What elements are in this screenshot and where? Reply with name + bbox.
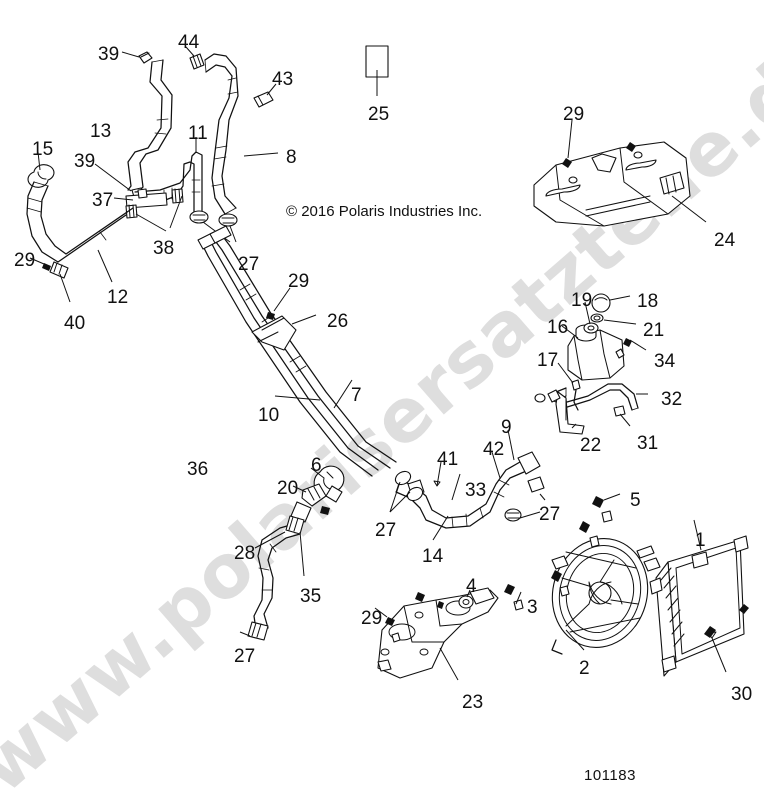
part-19-seal xyxy=(583,301,599,334)
callout-4-nut: 4 xyxy=(466,576,477,597)
callout-7-coolant-tube: 7 xyxy=(351,385,362,406)
callout-34-screw: 34 xyxy=(654,351,676,372)
callout-19-seal: 19 xyxy=(571,290,593,311)
callout-39-clamp: 39 xyxy=(74,151,96,172)
callout-37-tee-fitting: 37 xyxy=(92,190,114,211)
part-23-mount-plate xyxy=(377,587,499,681)
callout-42-hose: 42 xyxy=(483,439,505,460)
callout-36-assembly-ref: 36 xyxy=(187,459,209,480)
part-38-clamp xyxy=(125,188,184,232)
callout-9-hose-radiator: 9 xyxy=(501,417,512,438)
part-24-bracket xyxy=(533,141,707,227)
callout-1-radiator: 1 xyxy=(695,530,706,551)
callout-21-washer: 21 xyxy=(643,320,665,341)
callout-33-hose: 33 xyxy=(465,480,487,501)
part-2-fan-assembly xyxy=(551,538,661,655)
callout-2-fan-assembly: 2 xyxy=(579,658,590,679)
part-44-clamp xyxy=(185,46,205,70)
part-5-screw xyxy=(579,493,621,548)
callout-41-clamp: 41 xyxy=(437,449,459,470)
callout-27-clamp: 27 xyxy=(375,520,397,541)
callout-18-cap: 18 xyxy=(637,291,659,312)
callout-35-clamp: 35 xyxy=(300,586,322,607)
callout-10-coolant-tube: 10 xyxy=(258,405,280,426)
part-15-clamp xyxy=(27,151,55,188)
part-18-cap xyxy=(591,293,631,313)
callout-6-thermostat: 6 xyxy=(311,455,322,476)
callout-27-clamp: 27 xyxy=(539,504,561,525)
part-26-clamp-block xyxy=(251,314,317,351)
callout-3-screw: 3 xyxy=(527,597,538,618)
part-13-hose xyxy=(127,59,173,192)
part-29-screw-small-a xyxy=(320,506,330,515)
callout-29-screw: 29 xyxy=(288,271,310,292)
callout-43-fitting: 43 xyxy=(272,69,294,90)
callout-17-hose-clip: 17 xyxy=(537,350,559,371)
callout-29-screw: 29 xyxy=(361,608,383,629)
part-37-tee-fitting xyxy=(113,188,168,209)
callout-26-clamp-block: 26 xyxy=(327,311,349,332)
callout-24-oil-cooler-bracket: 24 xyxy=(714,230,736,251)
callout-27-clamp: 27 xyxy=(238,254,260,275)
diagram-part-number: 101183 xyxy=(584,767,636,784)
copyright-notice: © 2016 Polaris Industries Inc. xyxy=(286,203,483,220)
part-27-clamp-d xyxy=(389,470,424,513)
part-29-screw-left xyxy=(29,257,51,271)
part-17-clip xyxy=(557,362,581,411)
callout-5-screw: 5 xyxy=(630,490,641,511)
callout-30-screw: 30 xyxy=(731,684,753,705)
part-40-bracket xyxy=(49,261,71,303)
callout-28-hose: 28 xyxy=(234,543,256,564)
part-30-screw xyxy=(704,604,749,673)
part-29-screw-upper-right xyxy=(562,119,643,184)
part-3-screw xyxy=(504,570,570,611)
part-25-decal xyxy=(365,45,389,96)
callout-14-hose: 14 xyxy=(422,546,444,567)
callout-39-clamp: 39 xyxy=(98,44,120,65)
callout-12-hose-lower: 12 xyxy=(107,287,129,308)
part-21-washer xyxy=(590,313,637,325)
part-4-nut xyxy=(415,589,474,609)
part-39-clamp-upper xyxy=(121,51,153,64)
callout-8-hose-upper: 8 xyxy=(286,147,297,168)
callout-29-screw: 29 xyxy=(563,104,585,125)
part-43-fitting xyxy=(253,83,277,108)
callout-40-bracket: 40 xyxy=(64,313,86,334)
callout-31-clamp: 31 xyxy=(637,433,659,454)
callout-29-screw: 29 xyxy=(14,250,36,271)
part-29-screw-plate xyxy=(374,607,401,643)
callout-27-clamp: 27 xyxy=(234,646,256,667)
part-34-screw xyxy=(615,338,647,359)
callout-16-reservoir-neck: 16 xyxy=(547,317,569,338)
part-27-clamp-c xyxy=(239,621,269,641)
part-8-hose xyxy=(204,53,279,215)
callout-15-clamp: 15 xyxy=(32,139,54,160)
part-20-sensor xyxy=(290,483,327,523)
callout-25-decal: 25 xyxy=(368,104,390,125)
part-7-10-coolant-tubes xyxy=(197,225,397,477)
part-31-clamp xyxy=(613,405,631,427)
part-35-clamp xyxy=(285,515,305,577)
callout-20-sensor: 20 xyxy=(277,478,299,499)
callout-32-hose-overflow: 32 xyxy=(661,389,683,410)
part-12-hose xyxy=(26,181,134,283)
callout-23-mount-plate: 23 xyxy=(462,692,484,713)
callout-44-clamp-spring: 44 xyxy=(178,32,200,53)
part-27-clamp-e xyxy=(504,476,546,522)
callout-11-hose-tee: 11 xyxy=(188,123,208,144)
callout-38-clamp: 38 xyxy=(153,238,175,259)
part-29-screw-mid xyxy=(266,287,291,320)
callout-13-hose-bypass: 13 xyxy=(90,121,112,142)
part-27-clamp-b xyxy=(218,213,238,243)
part-1-radiator xyxy=(649,519,749,677)
callout-22-reservoir-bracket: 22 xyxy=(580,435,602,456)
part-22-reservoir-bracket xyxy=(534,389,585,435)
